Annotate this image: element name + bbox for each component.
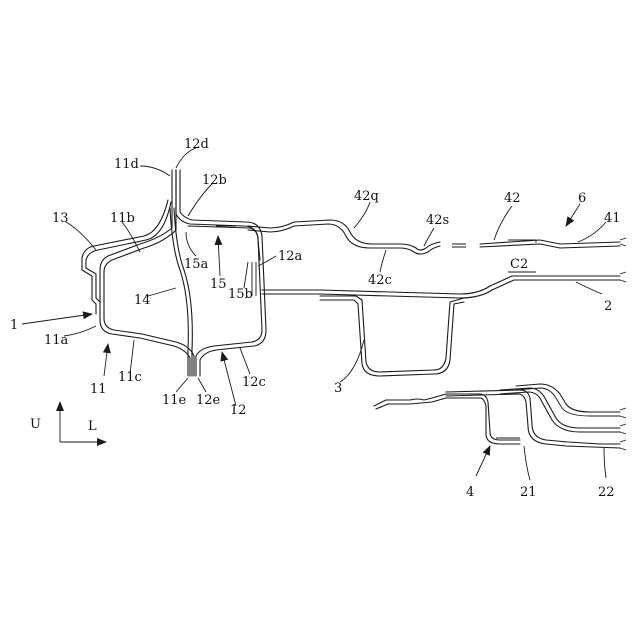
label-1: 1 <box>10 318 18 333</box>
side-outer-panel-13 <box>81 199 172 315</box>
label-42: 42 <box>504 191 521 206</box>
label-14: 14 <box>134 293 151 308</box>
label-12e: 12e <box>196 393 221 408</box>
label-U: U <box>30 417 41 432</box>
label-41: 41 <box>604 211 621 226</box>
label-11b: 11b <box>110 211 135 226</box>
label-3: 3 <box>334 381 342 396</box>
label-11: 11 <box>90 382 107 397</box>
label-11a: 11a <box>44 333 69 348</box>
direction-axes <box>56 401 107 446</box>
label-12d: 12d <box>184 137 209 152</box>
floor-panel-2 <box>261 271 627 299</box>
label-42c: 42c <box>368 273 392 288</box>
label-12: 12 <box>230 403 247 418</box>
label-21: 21 <box>520 485 537 500</box>
rocker-outer-11 <box>99 169 195 377</box>
label-12a: 12a <box>278 249 303 264</box>
label-4: 4 <box>466 485 474 500</box>
member-6 <box>247 219 627 255</box>
label-2: 2 <box>604 299 612 314</box>
label-11c: 11c <box>118 370 142 385</box>
lower-panel-4 <box>373 383 627 451</box>
cross-member-3 <box>319 295 465 377</box>
label-15a: 15a <box>184 257 209 272</box>
label-42q: 42q <box>354 189 379 204</box>
label-6: 6 <box>578 191 586 206</box>
label-L: L <box>88 419 97 434</box>
label-15: 15 <box>210 277 227 292</box>
label-15b: 15b <box>228 287 253 302</box>
bracket-15 <box>187 225 261 296</box>
rocker-inner-12 <box>175 169 267 377</box>
label-12b: 12b <box>202 173 227 188</box>
label-C2: C2 <box>510 257 528 272</box>
label-12c: 12c <box>242 375 266 390</box>
reference-labels: 1 11a 11 11c 11e 12e 12 12c 14 13 11b 11… <box>10 137 621 500</box>
label-11d: 11d <box>114 157 139 172</box>
label-11e: 11e <box>162 393 187 408</box>
leader-lines <box>21 147 607 481</box>
label-22: 22 <box>598 485 615 500</box>
label-42s: 42s <box>426 213 449 228</box>
reinforcement-14 <box>169 207 193 377</box>
label-13: 13 <box>52 211 69 226</box>
